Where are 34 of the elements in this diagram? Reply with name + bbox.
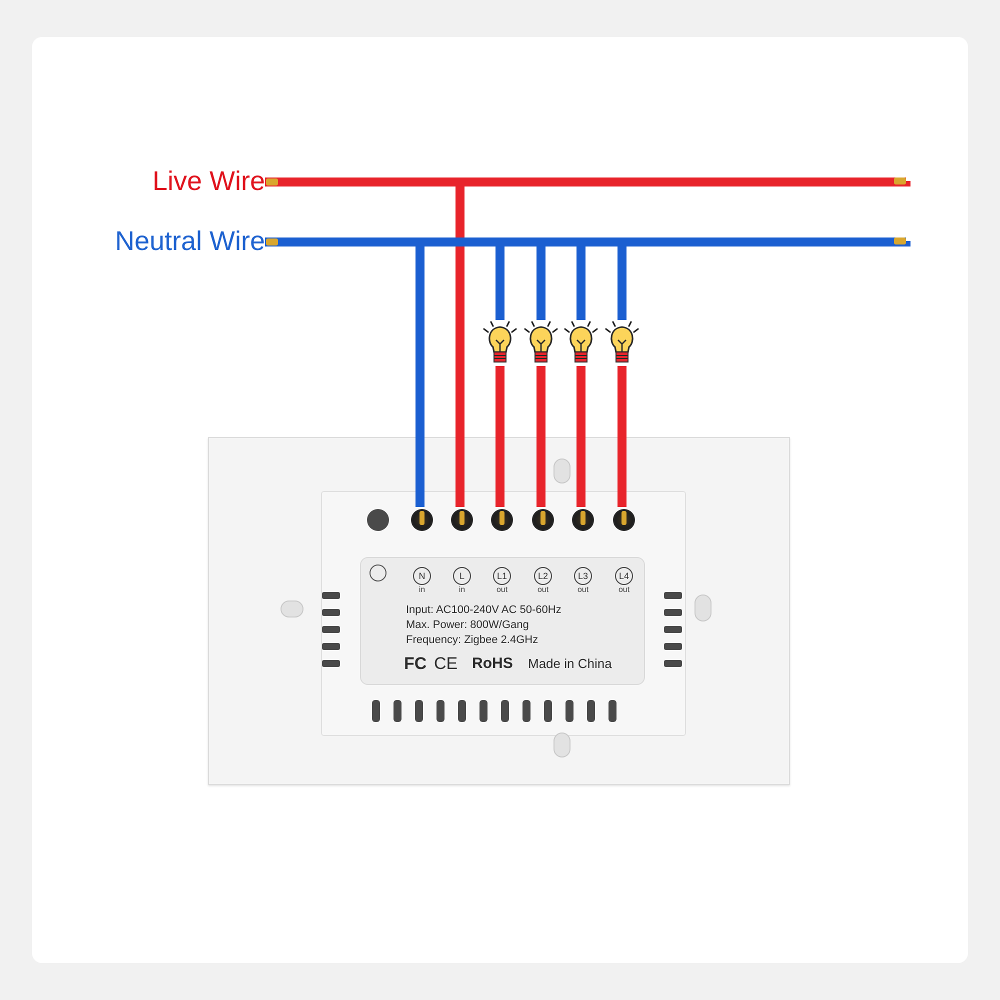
terminal-io-label: in <box>458 586 466 595</box>
terminal-io-label: in <box>418 586 426 595</box>
terminal-marking: L1 <box>493 567 511 585</box>
spec-text: Max. Power: 800W/Gang <box>406 619 529 632</box>
terminal-marking: L4 <box>615 567 633 585</box>
wire-label: Live Wire <box>152 167 265 197</box>
wire <box>618 366 626 507</box>
switch-module-housing <box>321 491 686 736</box>
terminal-io-label: out <box>495 586 509 595</box>
screw-terminal <box>491 509 513 531</box>
origin-text: Made in China <box>528 657 612 672</box>
terminal-marking: L3 <box>574 567 592 585</box>
wire <box>576 366 586 507</box>
terminal-marking: L <box>453 567 471 585</box>
spec-text: Frequency: Zigbee 2.4GHz <box>406 634 538 646</box>
terminal-io-label: out <box>536 586 550 595</box>
wire <box>496 366 504 507</box>
screw-terminal <box>532 509 554 531</box>
screw-terminal <box>451 509 473 531</box>
certification-mark: RoHS <box>472 656 513 672</box>
spec-label-sticker <box>360 557 645 685</box>
terminal-marking: L2 <box>534 567 552 585</box>
terminal-marking: N <box>413 567 431 585</box>
screw-terminal <box>572 509 594 531</box>
certification-mark: FC <box>404 655 427 674</box>
certification-mark: CE <box>434 655 458 674</box>
wire-label: Neutral Wire <box>114 227 265 257</box>
switch-back-plate <box>208 437 790 785</box>
spec-text: Input: AC100-240V AC 50-60Hz <box>406 604 562 616</box>
screw-terminal <box>613 509 635 531</box>
terminal-io-label: out <box>576 586 590 595</box>
wire <box>536 366 546 507</box>
terminal-io-label: out <box>617 586 631 595</box>
screw-terminal <box>411 509 433 531</box>
